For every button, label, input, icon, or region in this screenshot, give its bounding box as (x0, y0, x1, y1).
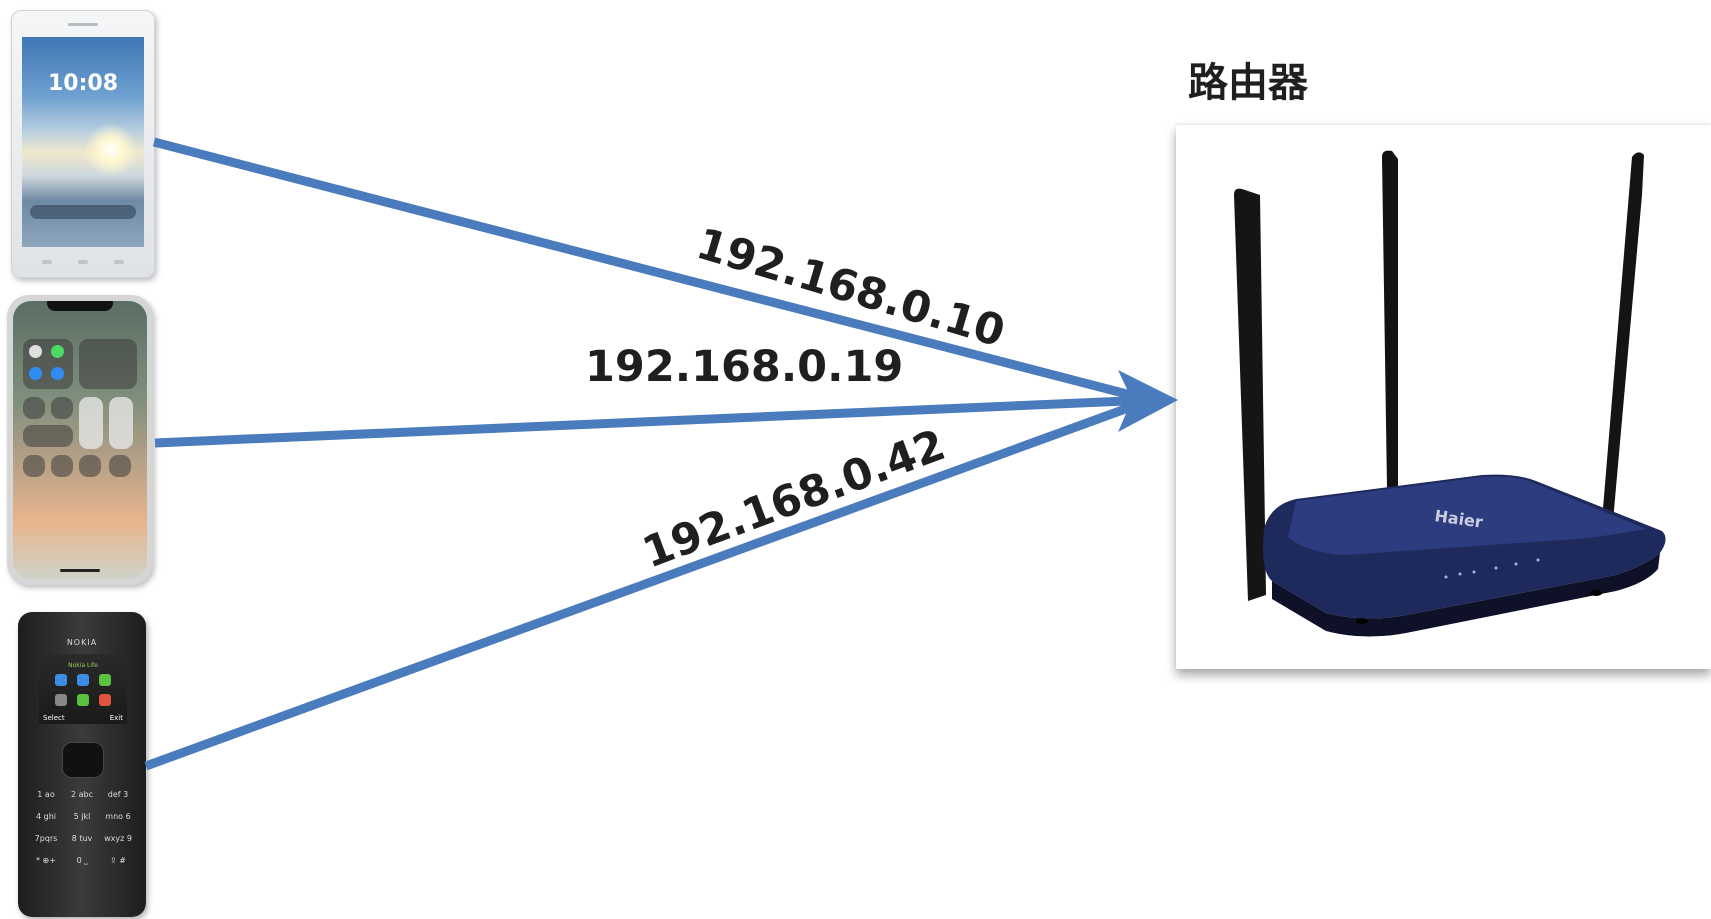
key-4: 4 ghi (35, 812, 56, 821)
wifi-icon (29, 367, 42, 380)
keypad-row: 1 ao 2 abc def 3 (30, 790, 134, 799)
key-1: 1 ao (37, 790, 55, 799)
key-5: 5 jkl (73, 812, 91, 821)
connection-line-2 (154, 395, 1151, 448)
router-body (1263, 474, 1666, 637)
phone-app-icon (99, 674, 111, 686)
clock-app-icon (99, 694, 111, 706)
keypad-row: 4 ghi 5 jkl mno 6 (30, 812, 134, 821)
android-phone-image: 10:08 (11, 10, 155, 278)
brightness-slider (79, 397, 103, 449)
timer-icon (51, 455, 73, 477)
control-center-screen (13, 301, 147, 579)
key-hash: ⇪ # (110, 856, 126, 865)
do-not-disturb-icon (51, 397, 73, 419)
notch (47, 301, 113, 311)
status-led-icon (1444, 558, 1540, 579)
keypad-row: * ⊕+ 0 ⎵ ⇪ # (30, 856, 134, 866)
mail-app-icon (55, 674, 67, 686)
phone-screen: 10:08 (22, 37, 144, 247)
nokia-phone-image: NOKIA Nokia Life Select Exit 1 ao 2 abc … (18, 612, 146, 917)
key-7: 7pqrs (34, 834, 58, 843)
connection-line-3 (144, 395, 1152, 771)
back-key-icon (42, 260, 52, 264)
softkey-left-label: Select (43, 714, 65, 722)
antenna-icon (1234, 150, 1644, 601)
calculator-icon (79, 455, 101, 477)
rotation-lock-icon (23, 397, 45, 419)
arrow-lines (144, 137, 1152, 771)
key-6: mno 6 (105, 812, 131, 821)
volume-slider (109, 397, 133, 449)
navigation-key (62, 742, 104, 778)
home-indicator (60, 569, 100, 572)
cloud-layer (30, 205, 136, 219)
arrowhead-icon (1118, 370, 1178, 432)
earpiece (68, 23, 98, 26)
ip-label-phone2: 192.168.0.19 (585, 342, 904, 392)
key-8: 8 tuv (71, 834, 93, 843)
settings-app-icon (55, 694, 67, 706)
connection-line-1 (152, 137, 1152, 405)
key-2: 2 abc (70, 790, 93, 799)
key-0: 0 ⎵ (76, 856, 88, 865)
keypad-row: 7pqrs 8 tuv wxyz 9 (30, 834, 134, 843)
softkey-labels: Select Exit (43, 714, 123, 722)
nokia-screen: Nokia Life Select Exit (39, 654, 127, 724)
router-title: 路由器 (1188, 60, 1308, 106)
screen-mirroring-tile (23, 425, 73, 447)
flashlight-icon (23, 455, 45, 477)
key-3: def 3 (107, 790, 129, 799)
screen-title: Nokia Life (68, 662, 98, 669)
cellular-icon (51, 345, 64, 358)
home-key-icon (78, 260, 88, 264)
lock-screen-clock: 10:08 (47, 71, 119, 96)
key-star: * ⊕+ (36, 856, 56, 865)
music-tile (79, 339, 137, 389)
key-9: wxyz 9 (104, 834, 132, 843)
bluetooth-icon (51, 367, 64, 380)
softkey-right-label: Exit (109, 714, 123, 722)
camera-icon (109, 455, 131, 477)
router-image: Haier (1176, 125, 1711, 669)
apps-app-icon (77, 694, 89, 706)
iphone-image (7, 295, 153, 585)
phone-brand: NOKIA (66, 638, 98, 647)
airplane-icon (29, 345, 42, 358)
router-illustration: Haier (1234, 150, 1666, 637)
menu-key-icon (114, 260, 124, 264)
sun-glow (84, 123, 138, 177)
contacts-app-icon (77, 674, 89, 686)
